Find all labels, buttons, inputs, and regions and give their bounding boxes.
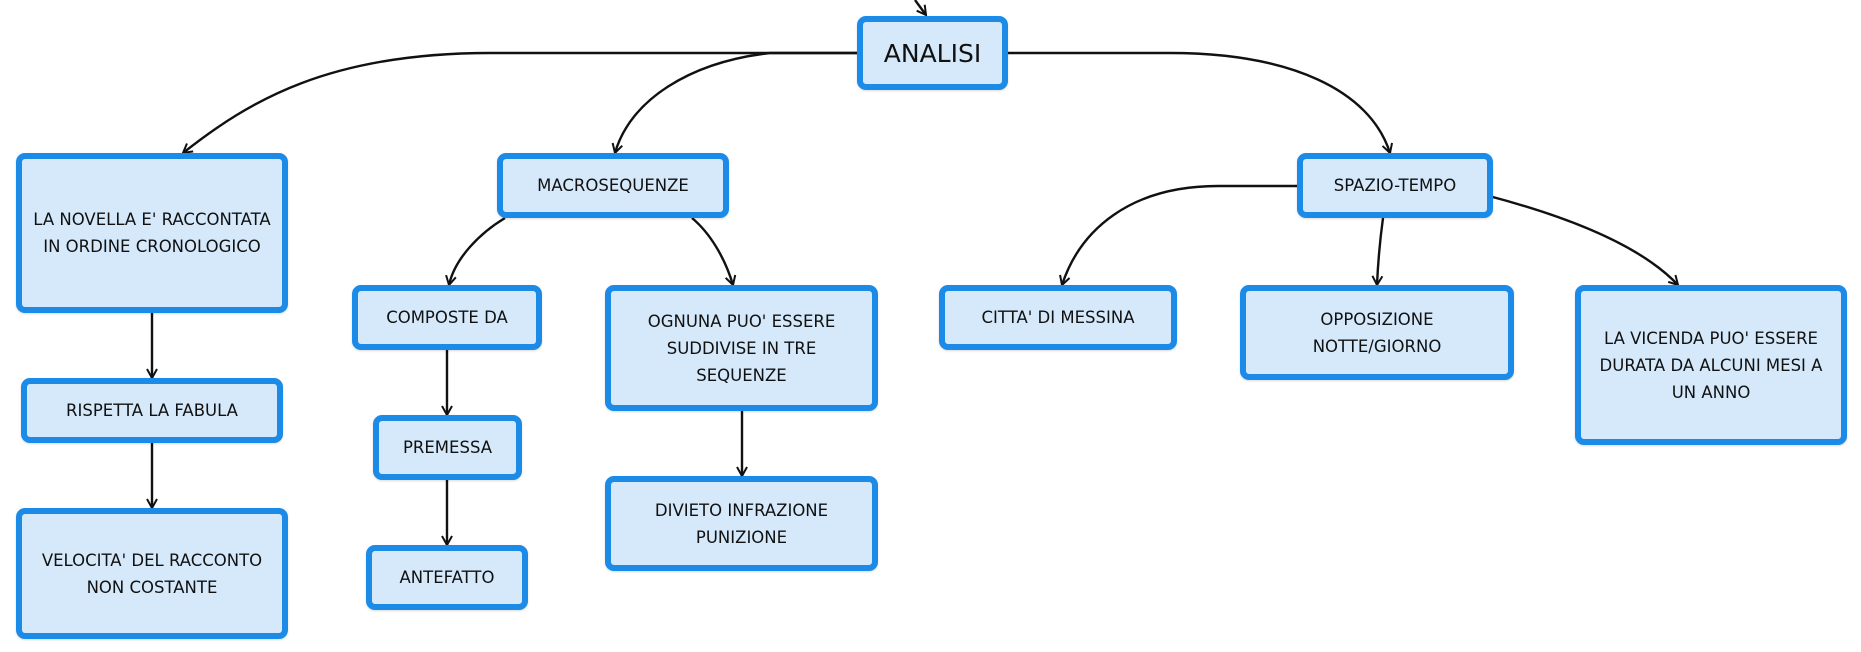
node-macrosequences[interactable]: MACROSEQUENZE	[497, 153, 729, 218]
node-chronological-order[interactable]: LA NOVELLA E' RACCONTATA IN ORDINE CRONO…	[16, 153, 288, 313]
connector-macro-composed	[449, 216, 506, 285]
node-narrative-speed[interactable]: VELOCITA' DEL RACCONTO NON COSTANTE	[16, 508, 288, 639]
node-night-day[interactable]: OPPOSIZIONE NOTTE/GIORNO	[1240, 285, 1514, 380]
connector-space-duration	[1488, 194, 1678, 285]
node-fabula[interactable]: RISPETTA LA FABULA	[21, 378, 283, 443]
node-three-sequences[interactable]: OGNUNA PUO' ESSERE SUDDIVISE IN TRE SEQU…	[605, 285, 878, 411]
connector-space-night	[1377, 217, 1385, 285]
node-antefact[interactable]: ANTEFATTO	[366, 545, 528, 610]
connector-space-messina	[1062, 184, 1297, 285]
connector-root-space	[1003, 51, 1390, 153]
connector-macro-each	[691, 217, 733, 285]
node-composed-of[interactable]: COMPOSTE DA	[352, 285, 542, 350]
node-ban-infraction-punishment[interactable]: DIVIETO INFRAZIONE PUNIZIONE	[605, 476, 878, 571]
node-story-duration[interactable]: LA VICENDA PUO' ESSERE DURATA DA ALCUNI …	[1575, 285, 1847, 445]
node-space-time[interactable]: SPAZIO-TEMPO	[1297, 153, 1493, 218]
incoming-connector	[914, 0, 926, 15]
connector-root-macro	[615, 51, 862, 153]
node-premise[interactable]: PREMESSA	[373, 415, 522, 480]
node-messina[interactable]: CITTA' DI MESSINA	[939, 285, 1177, 350]
node-analisi[interactable]: ANALISI	[857, 16, 1008, 90]
connector-root-order	[183, 51, 862, 153]
